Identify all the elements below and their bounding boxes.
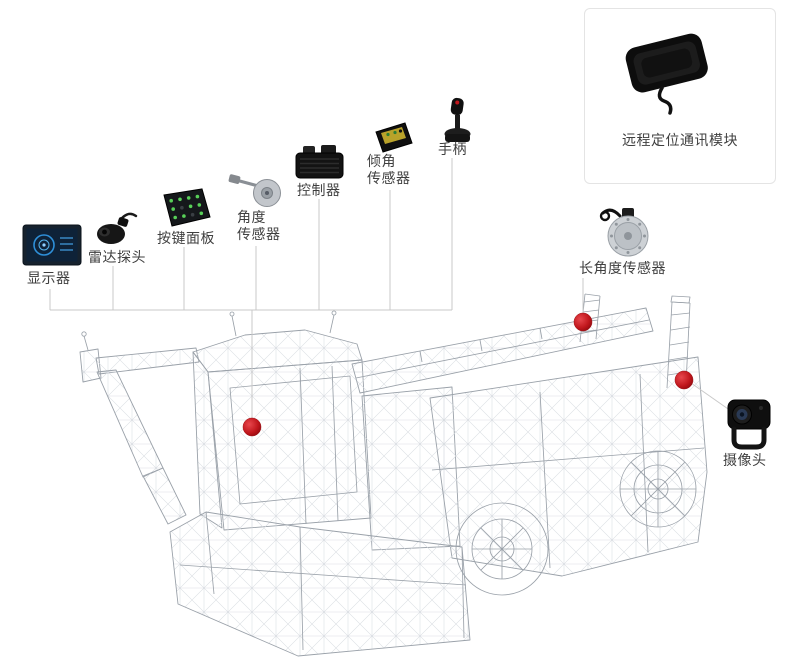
marker-cab bbox=[242, 417, 262, 437]
keypad-icon bbox=[155, 186, 213, 230]
angle-sensor-label-line1: 角度 bbox=[237, 209, 266, 225]
angle-sensor-label: 角度 传感器 bbox=[237, 209, 281, 243]
arm-foot bbox=[142, 467, 187, 525]
camera-label: 摄像头 bbox=[723, 452, 767, 468]
arm-antenna bbox=[83, 335, 89, 351]
controller-label: 控制器 bbox=[297, 182, 341, 198]
radar-probe-label: 雷达探头 bbox=[88, 249, 146, 265]
truck-drawing bbox=[79, 293, 708, 657]
lower-skirt bbox=[169, 511, 471, 657]
marker-boom bbox=[573, 312, 593, 332]
callout-lines bbox=[49, 158, 732, 418]
wheel-rear bbox=[619, 450, 697, 528]
joystick-label: 手柄 bbox=[438, 141, 467, 157]
joystick-icon bbox=[438, 96, 478, 146]
angle-sensor-label-line2: 传感器 bbox=[237, 226, 281, 242]
radar-probe-icon bbox=[92, 208, 140, 248]
remote-module-icon bbox=[612, 24, 722, 116]
long-angle-sensor-icon bbox=[596, 204, 656, 260]
wheel-front bbox=[455, 502, 549, 596]
long-angle-sensor-label: 长角度传感器 bbox=[579, 260, 666, 276]
arm-lower bbox=[96, 369, 164, 478]
keypad-label: 按键面板 bbox=[157, 230, 215, 246]
tilt-sensor-icon bbox=[369, 118, 415, 158]
angle-sensor-icon bbox=[226, 168, 284, 210]
cab-window bbox=[229, 375, 358, 505]
display-label: 显示器 bbox=[27, 270, 71, 286]
position-markers bbox=[242, 312, 694, 437]
display-icon bbox=[22, 224, 84, 270]
cab-side bbox=[207, 359, 372, 531]
controller-icon bbox=[294, 142, 346, 182]
tilt-sensor-label-line1: 倾角 bbox=[367, 153, 396, 169]
remote-module-label: 远程定位通讯模块 bbox=[622, 132, 738, 148]
tilt-sensor-label-line2: 传感器 bbox=[367, 170, 411, 186]
camera-icon bbox=[723, 396, 775, 452]
tilt-sensor-label: 倾角 传感器 bbox=[367, 153, 411, 187]
marker-rear bbox=[674, 370, 694, 390]
